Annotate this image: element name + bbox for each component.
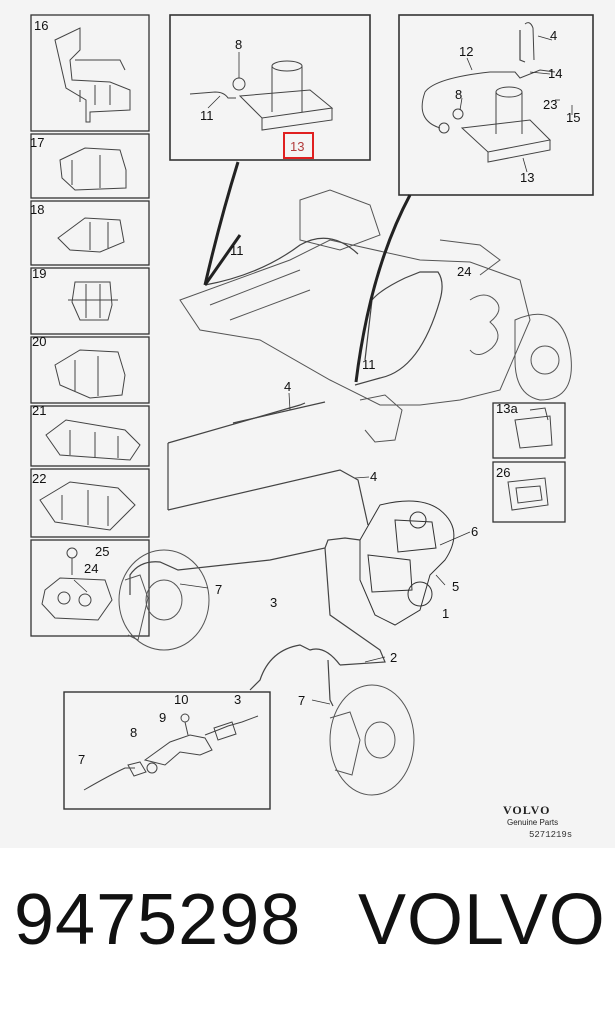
callout-6[interactable]: 6 — [471, 524, 478, 539]
brake-disc-sketches — [118, 549, 415, 796]
callout-7-left[interactable]: 7 — [215, 582, 222, 597]
inset-top-right-sketch — [421, 22, 556, 163]
part-box-13a[interactable] — [492, 402, 566, 459]
callout-8-top-right[interactable]: 8 — [455, 87, 462, 102]
inset-bottom-sketch — [83, 713, 259, 791]
part-box-19[interactable] — [30, 267, 150, 335]
part-box-20[interactable] — [30, 336, 150, 404]
part-box-17[interactable] — [30, 133, 150, 199]
callout-17[interactable]: 17 — [30, 135, 44, 150]
part-box-26[interactable] — [492, 461, 566, 523]
callout-26[interactable]: 26 — [496, 465, 510, 480]
callout-7-inset[interactable]: 7 — [78, 752, 85, 767]
exploded-parts-diagram: 16 17 18 19 20 21 22 25 24 8 11 13 12 4 … — [0, 0, 615, 848]
inset-box-bottom-left[interactable] — [63, 691, 271, 810]
part-number: 9475298 — [14, 880, 302, 960]
callout-labels: 16 17 18 19 20 21 22 25 24 8 11 13 12 4 … — [30, 18, 580, 767]
callout-4-top-right[interactable]: 4 — [550, 28, 557, 43]
leader-lines — [73, 35, 573, 705]
volvo-genuine-parts-logo: VOLVO Genuine Parts 5271219s — [503, 803, 572, 840]
logo-sub: Genuine Parts — [507, 818, 558, 827]
callout-3-inset[interactable]: 3 — [234, 692, 241, 707]
callout-10[interactable]: 10 — [174, 692, 188, 707]
callout-3-mid[interactable]: 3 — [270, 595, 277, 610]
diagram-drawing: 16 17 18 19 20 21 22 25 24 8 11 13 12 4 … — [30, 14, 594, 840]
callout-1[interactable]: 1 — [442, 606, 449, 621]
callout-11-mid[interactable]: 11 — [230, 243, 244, 258]
part-box-18[interactable] — [30, 200, 150, 266]
callout-2[interactable]: 2 — [390, 650, 397, 665]
logo-ref: 5271219s — [529, 830, 572, 840]
callout-20[interactable]: 20 — [32, 334, 46, 349]
small-box-sketches — [507, 407, 553, 511]
callout-8-inset[interactable]: 8 — [130, 725, 137, 740]
callout-22[interactable]: 22 — [32, 471, 46, 486]
callout-24-left[interactable]: 24 — [84, 561, 98, 576]
callout-25[interactable]: 25 — [95, 544, 109, 559]
callout-23[interactable]: 23 — [543, 97, 557, 112]
callout-12[interactable]: 12 — [459, 44, 473, 59]
brake-lines — [129, 30, 526, 707]
callout-15[interactable]: 15 — [566, 110, 580, 125]
callout-13-top-right[interactable]: 13 — [520, 170, 534, 185]
callout-14[interactable]: 14 — [548, 66, 562, 81]
caption-area — [0, 848, 615, 1018]
rear-axle-subframe-sketch — [179, 189, 572, 443]
part-box-22[interactable] — [30, 468, 150, 538]
callout-11-top[interactable]: 11 — [200, 108, 214, 123]
callout-13a[interactable]: 13a — [496, 401, 518, 416]
callout-19[interactable]: 19 — [32, 266, 46, 281]
callout-11-low[interactable]: 11 — [362, 357, 376, 372]
abs-unit-sketch — [359, 500, 455, 626]
part-box-16[interactable] — [30, 14, 150, 132]
part-box-24-25[interactable] — [30, 539, 150, 637]
brand-name: VOLVO — [358, 880, 606, 960]
callout-21[interactable]: 21 — [32, 403, 46, 418]
callout-16[interactable]: 16 — [34, 18, 48, 33]
callout-5[interactable]: 5 — [452, 579, 459, 594]
highlighted-part-13-box[interactable] — [283, 132, 314, 159]
part-box-21[interactable] — [30, 405, 150, 467]
callout-13-highlighted[interactable]: 13 — [290, 139, 304, 154]
callout-18[interactable]: 18 — [30, 202, 44, 217]
callout-24-mid[interactable]: 24 — [457, 264, 471, 279]
inset-box-top-center[interactable] — [169, 14, 371, 161]
inset-top-center-sketch — [189, 60, 334, 131]
callout-7-low[interactable]: 7 — [298, 693, 305, 708]
inset-box-top-right[interactable] — [398, 14, 594, 196]
left-column-sketches — [39, 27, 141, 621]
callout-4-mid[interactable]: 4 — [284, 379, 291, 394]
logo-brand: VOLVO — [503, 803, 550, 817]
callout-8-top[interactable]: 8 — [235, 37, 242, 52]
callout-9[interactable]: 9 — [159, 710, 166, 725]
callout-4-right[interactable]: 4 — [370, 469, 377, 484]
